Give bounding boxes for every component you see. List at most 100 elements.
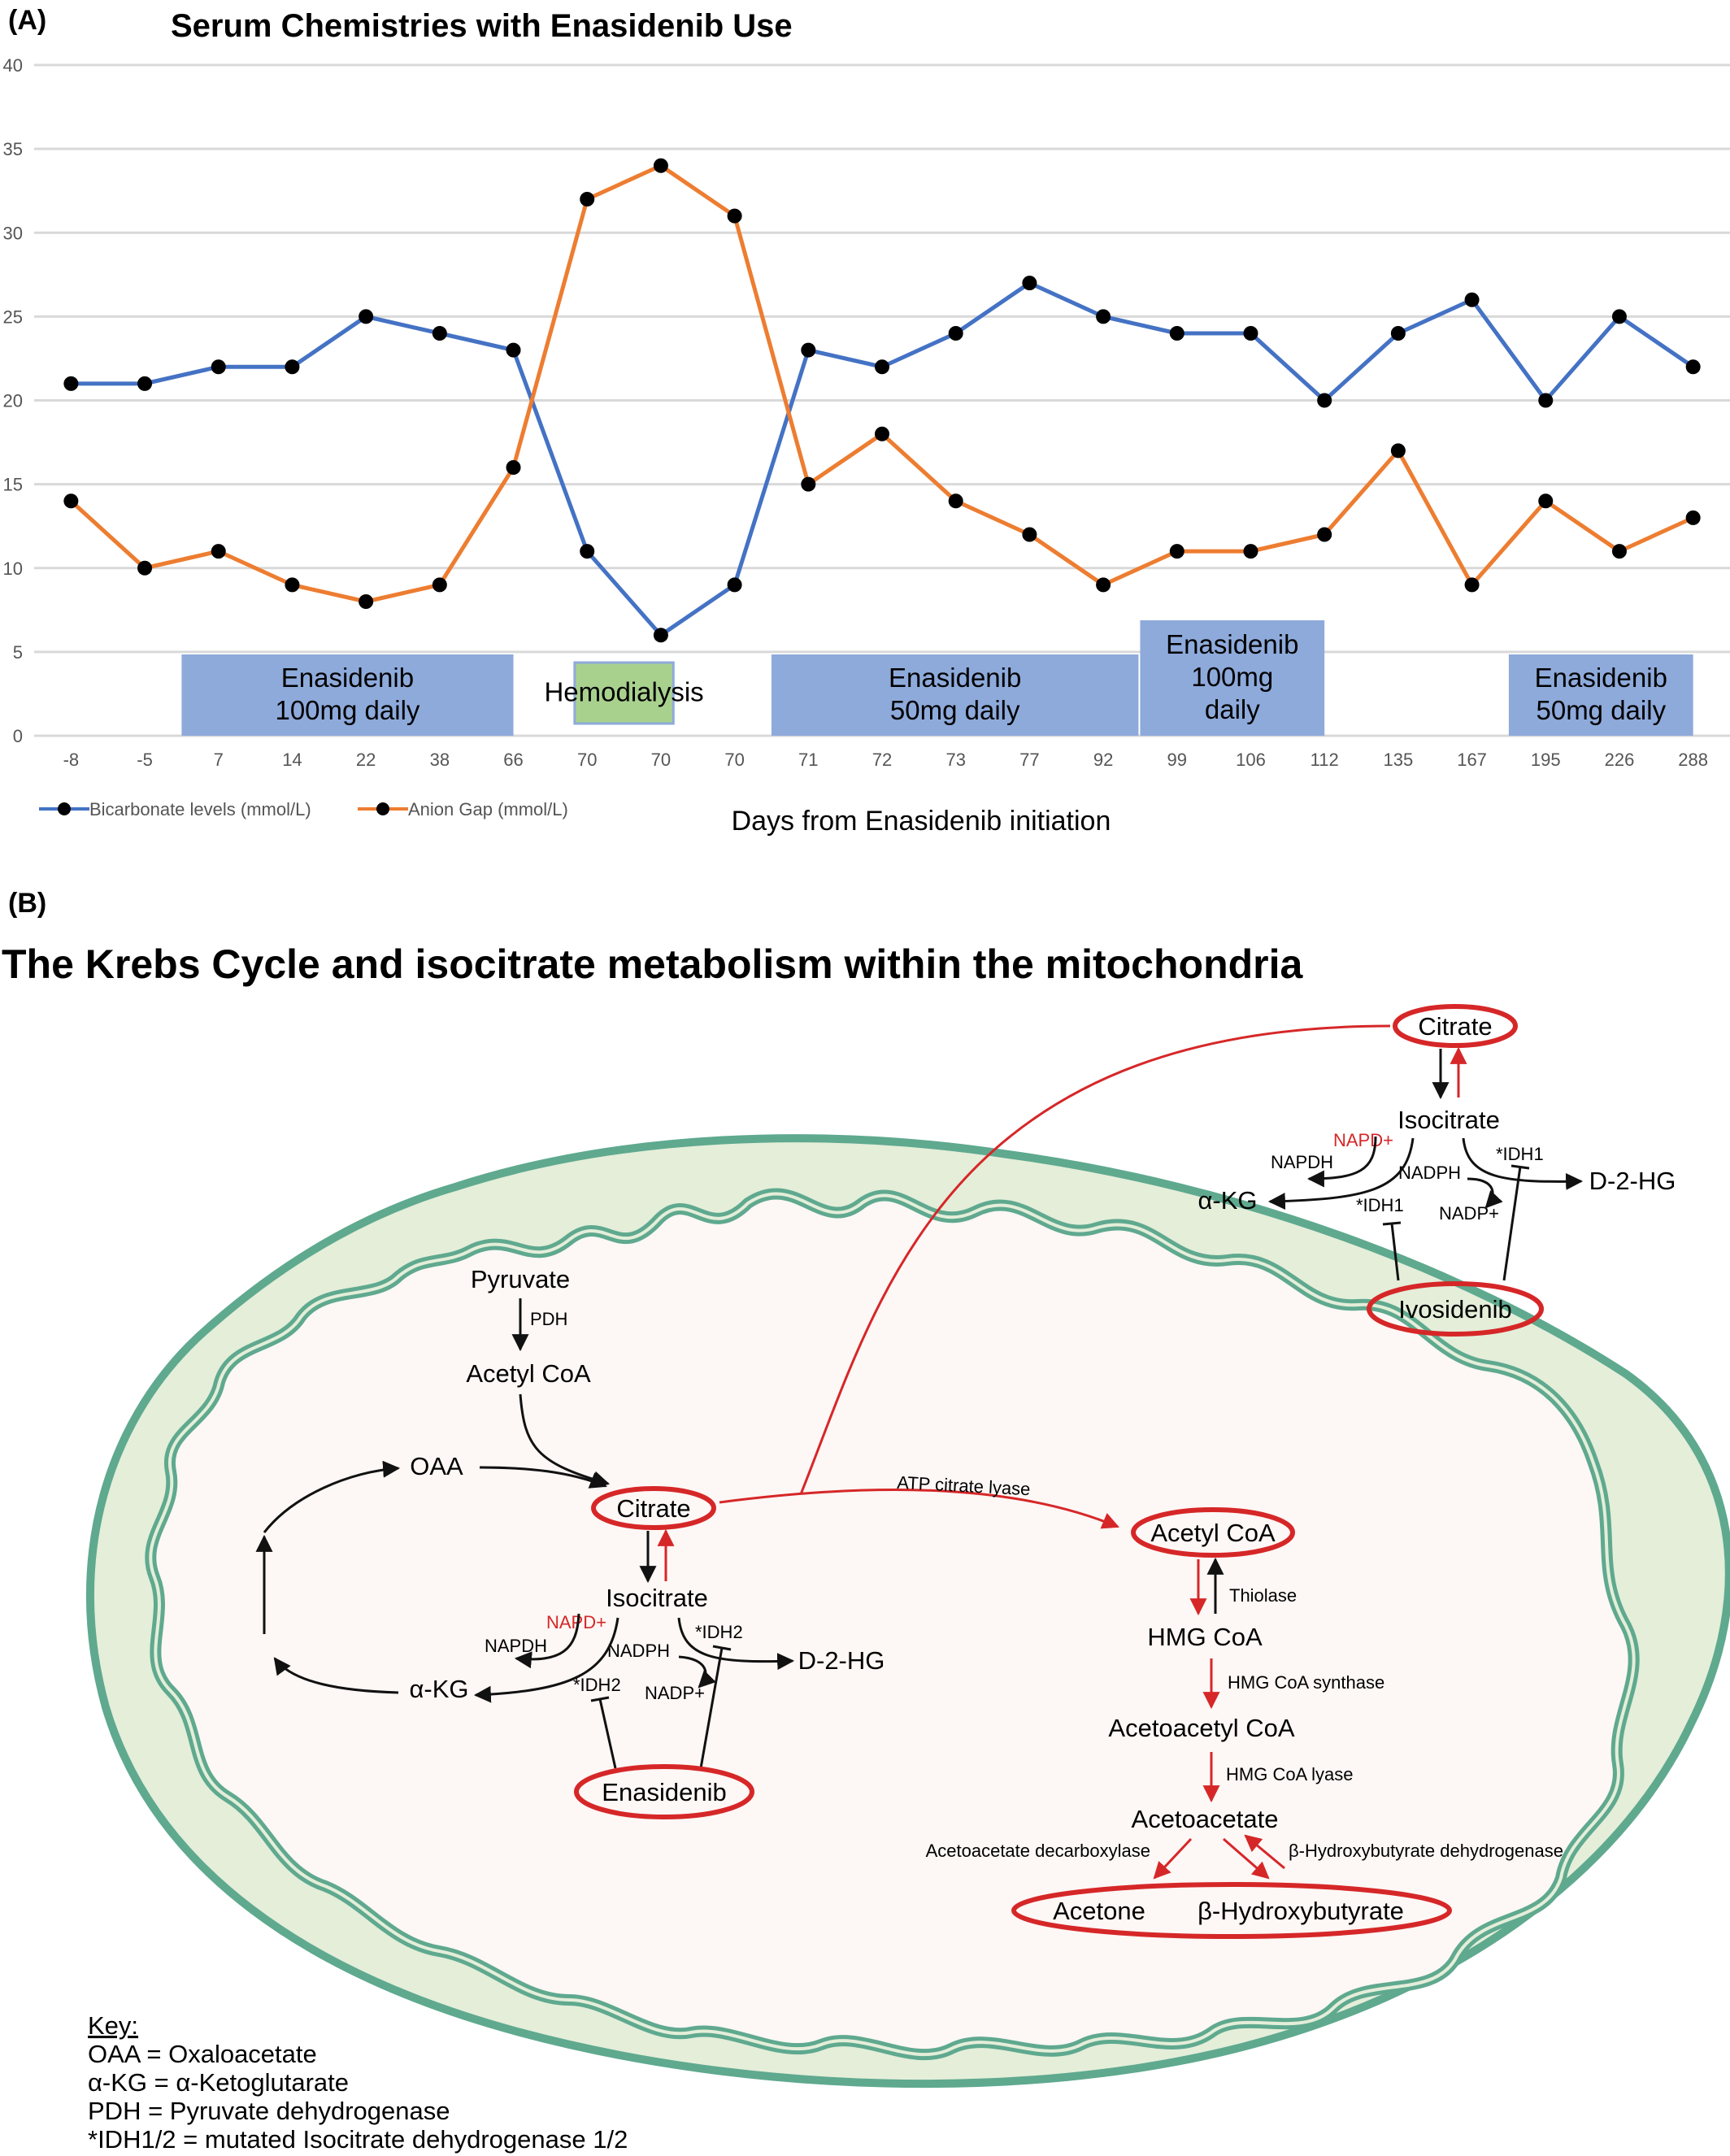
label-d2hg-2: D-2-HG <box>1589 1167 1676 1195</box>
annotation-box-bg <box>771 654 1139 736</box>
label-hmg-coa-lyase: HMG CoA lyase <box>1226 1764 1354 1784</box>
y-tick-label: 40 <box>3 55 23 76</box>
label-acetyl-coa-1: Acetyl CoA <box>466 1359 591 1388</box>
data-point <box>1096 309 1111 324</box>
x-tick-label: 38 <box>430 750 450 770</box>
data-point <box>211 544 226 559</box>
arrow-to-bhb <box>1223 1837 1270 1880</box>
annotation-text: Hemodialysis <box>544 677 703 707</box>
annotation-text: Enasidenib <box>281 663 414 693</box>
arrow-to-d2hg-2 <box>1462 1137 1584 1190</box>
legend-label-bicarbonate: Bicarbonate levels (mmol/L) <box>89 799 311 819</box>
arrow-bhb-to-acetoacetate <box>1244 1834 1285 1870</box>
data-point <box>948 493 963 509</box>
annotation-text: Enasidenib <box>1166 629 1298 659</box>
legend-item-anion-gap: Anion Gap (mmol/L) <box>358 799 568 819</box>
inhibition-bar-c <box>1382 1221 1402 1226</box>
label-nadph-2: NADPH <box>1398 1163 1461 1183</box>
y-tick-label: 20 <box>3 391 23 411</box>
x-tick-label: 7 <box>214 750 224 770</box>
data-point <box>1243 326 1258 341</box>
data-point <box>1096 577 1111 593</box>
mitochondrion <box>85 1134 1730 2089</box>
arrow-to-oaa <box>263 1460 401 1533</box>
label-thiolase: Thiolase <box>1229 1585 1297 1606</box>
annotation-text: 100mg daily <box>275 695 419 725</box>
data-point <box>1538 493 1554 509</box>
data-point <box>1243 544 1258 559</box>
cytosol-pathway: Citrate Isocitrate NAPD+ NAPDH *IDH1 NAD… <box>1198 1004 1676 1337</box>
label-nadph-1: NADPH <box>607 1641 670 1661</box>
data-point <box>948 326 963 341</box>
chart-grid <box>34 63 1730 737</box>
arrow-to-d2hg-1 <box>677 1617 795 1671</box>
x-tick-label: 77 <box>1019 750 1039 770</box>
citrate-2-highlight <box>1393 1004 1518 1048</box>
label-idh2-b: *IDH2 <box>573 1675 621 1695</box>
y-tick-label: 10 <box>3 559 23 579</box>
legend-item-bicarbonate: Bicarbonate levels (mmol/L) <box>39 799 311 819</box>
x-tick-label: 135 <box>1384 750 1414 770</box>
data-point <box>1538 393 1554 408</box>
data-point <box>1169 326 1184 341</box>
data-point <box>1169 544 1184 559</box>
x-tick-label: 226 <box>1605 750 1635 770</box>
label-napd-plus-2: NAPD+ <box>1333 1130 1393 1150</box>
label-bhb-dehydrogenase: β-Hydroxybutyrate dehydrogenase <box>1289 1841 1563 1861</box>
data-point <box>727 208 742 224</box>
label-acetoacetyl-coa: Acetoacetyl CoA <box>1108 1714 1294 1742</box>
annotation-box-bg <box>181 654 514 736</box>
label-napdh-2: NAPDH <box>1271 1152 1333 1172</box>
inner-membrane-lumen <box>149 1192 1636 2057</box>
panel-b-label: (B) <box>8 888 46 919</box>
annotation-text: daily <box>1205 694 1260 724</box>
x-tick-label: 195 <box>1531 750 1561 770</box>
annotation-box-bg <box>1140 620 1325 736</box>
label-bhb: β-Hydroxybutyrate <box>1198 1897 1404 1925</box>
label-hmg-coa: HMG CoA <box>1147 1623 1263 1651</box>
data-point <box>285 359 300 375</box>
annotation-box: Hemodialysis <box>544 661 704 725</box>
data-point <box>1390 443 1406 459</box>
inhibition-enasidenib-b <box>699 1647 724 1769</box>
y-tick-label: 15 <box>3 475 23 495</box>
citrate-export-arrow <box>799 1024 1391 1495</box>
data-point <box>653 628 668 643</box>
data-point <box>1317 393 1332 408</box>
krebs-pathway: Pyruvate PDH Acetyl CoA OAA Citrate Isoc… <box>255 1265 885 1819</box>
diagram-title: The Krebs Cycle and isocitrate metabolis… <box>2 941 1304 987</box>
arrow-napd-to-napdh <box>514 1613 580 1669</box>
data-point <box>580 192 595 206</box>
x-tick-label: 66 <box>503 750 523 770</box>
key-item-idh: *IDH1/2 = mutated Isocitrate dehydrogena… <box>88 2125 628 2154</box>
label-napdh-1: NAPDH <box>485 1636 547 1656</box>
data-point <box>1685 510 1701 525</box>
data-point <box>1464 577 1480 593</box>
label-acetone: Acetone <box>1053 1897 1145 1925</box>
data-point <box>801 342 816 358</box>
label-isocitrate-1: Isocitrate <box>606 1584 708 1612</box>
enasidenib-highlight <box>574 1764 754 1819</box>
x-axis-label: Days from Enasidenib initiation <box>732 806 1111 837</box>
data-point <box>1022 527 1037 542</box>
data-point <box>727 577 742 593</box>
data-point <box>359 309 374 324</box>
data-point <box>285 577 300 593</box>
x-tick-label: 73 <box>945 750 965 770</box>
x-tick-label: 71 <box>798 750 818 770</box>
data-point <box>506 460 521 475</box>
inhibition-bar-a <box>590 1696 610 1702</box>
data-point <box>506 342 521 358</box>
arrow-isocitrate2-to-akg2 <box>1267 1137 1415 1211</box>
data-point <box>801 476 816 492</box>
data-point <box>1685 359 1701 375</box>
data-point <box>1390 326 1406 341</box>
ketone-bodies-highlight <box>1011 1882 1452 1939</box>
y-tick-label: 25 <box>3 306 23 327</box>
key-item-akg: α-KG = α-Ketoglutarate <box>88 2068 349 2097</box>
data-point <box>211 359 226 375</box>
